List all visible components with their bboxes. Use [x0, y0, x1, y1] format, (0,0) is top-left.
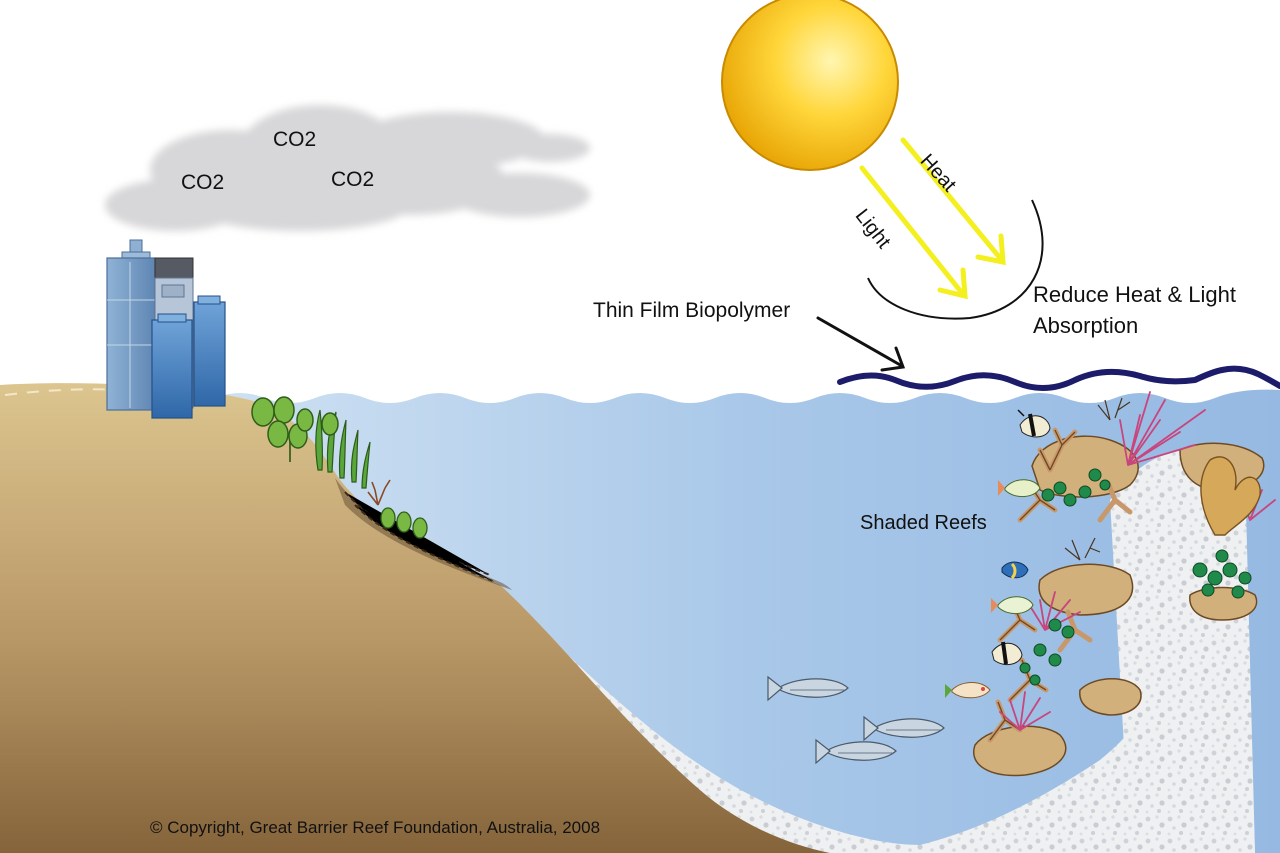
parrot-fish-2: [991, 596, 1034, 614]
copyright-notice: © Copyright, Great Barrier Reef Foundati…: [150, 818, 601, 837]
moorish-idol-fish: [1017, 409, 1051, 438]
angel-fish: [1001, 561, 1029, 580]
thin-film-biopolymer: [837, 365, 1280, 392]
wrasse-fish: [945, 682, 991, 699]
silver-fish-2: [863, 715, 945, 742]
film-pointer-arrow: [816, 316, 906, 372]
silver-fish-3: [815, 738, 897, 765]
reflection-arc: [867, 199, 1044, 320]
light-ray: [859, 165, 965, 296]
parrot-fish: [998, 479, 1041, 497]
coral-reef: [973, 391, 1276, 777]
land: [0, 383, 830, 853]
city-buildings: [106, 239, 226, 419]
moorish-idol-fish-2: [991, 641, 1023, 666]
reef-fish: [767, 409, 1051, 765]
co2-label-left: CO2: [181, 171, 225, 194]
shore-plants: [251, 396, 428, 539]
co2-label-right: CO2: [331, 168, 375, 191]
heat-ray-arrowhead: [975, 233, 1006, 266]
heat-ray: [900, 137, 1003, 261]
thin-film-biopolymer-label: Thin Film Biopolymer: [593, 299, 791, 322]
co2-label-top: CO2: [273, 128, 317, 151]
shaded-reefs-label: Shaded Reefs: [860, 512, 987, 534]
emission-cloud: [105, 105, 590, 231]
sun-rays: [859, 137, 1006, 300]
light-ray-arrowhead: [937, 267, 968, 300]
silver-fish-1: [767, 675, 849, 702]
sun: [721, 0, 899, 171]
reduce-heat-light-label-line1: Reduce Heat & Light: [1033, 282, 1237, 307]
reduce-heat-light-label-line2: Absorption: [1033, 313, 1139, 338]
